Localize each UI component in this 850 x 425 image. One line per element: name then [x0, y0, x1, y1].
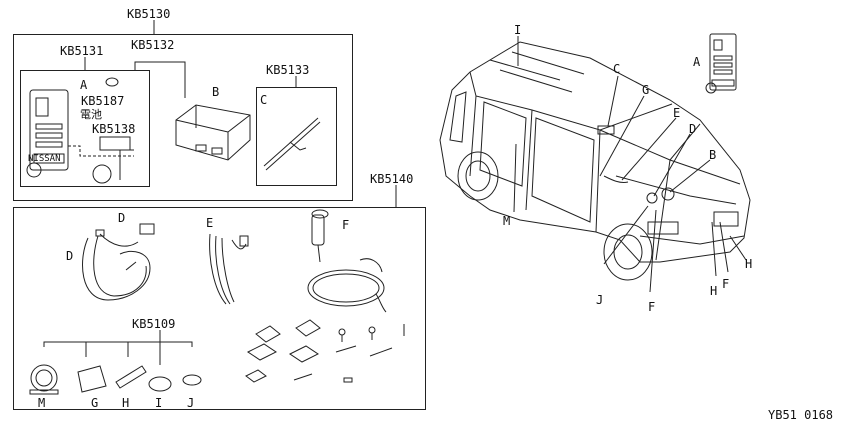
group-label-kb5109: KB5109 [132, 317, 176, 331]
part-letter-b-vehicle: B [709, 148, 717, 162]
kit-box-kb5140 [13, 207, 426, 410]
group-label-kb5138: KB5138 [92, 122, 136, 136]
remote-fob-drawing [26, 89, 69, 178]
vehicle-drawing [439, 41, 751, 281]
battery-note: 電池 [80, 108, 102, 121]
control-unit-drawing [175, 104, 251, 161]
part-letter-b-kit: B [212, 85, 220, 99]
group-label-kb5130: KB5130 [127, 7, 171, 21]
part-letter-m-vehicle: M [503, 214, 511, 228]
part-letter-f-vehicle-right: F [722, 277, 730, 291]
badge-h-drawing [115, 365, 147, 389]
kit-box-kb5130 [13, 34, 353, 201]
part-letter-j-vehicle: J [596, 293, 604, 307]
part-letter-h-kit: H [122, 396, 130, 410]
part-letter-m-kit: M [38, 396, 46, 410]
part-letter-g-vehicle: G [642, 83, 650, 97]
cap-i-drawing [148, 376, 172, 392]
part-letter-g-kit: G [91, 396, 99, 410]
group-label-kb5133: KB5133 [266, 63, 310, 77]
part-letter-h-vehicle-lower: H [710, 284, 718, 298]
remote-brand-label: NISSAN [28, 154, 61, 164]
part-letter-d-top: D [118, 211, 126, 225]
remote-fob-small-drawing [705, 33, 737, 94]
part-letter-i-vehicle: I [514, 23, 522, 37]
part-letter-a-kit: A [80, 78, 88, 92]
part-letter-d-left: D [66, 249, 74, 263]
part-letter-c-vehicle: C [613, 62, 621, 76]
kit-box-kb5131 [20, 70, 150, 187]
part-letter-j-kit: J [187, 396, 195, 410]
part-letter-d-vehicle: D [689, 122, 697, 136]
vehicle-leaders [513, 36, 747, 293]
part-letter-f-kit: F [342, 218, 350, 232]
part-letter-h-vehicle-right: H [745, 257, 753, 271]
part-letter-i-kit: I [155, 396, 163, 410]
group-label-kb5131: KB5131 [60, 44, 104, 58]
fitting-pads-drawing [245, 319, 405, 383]
diagram-code: YB51 0168 [768, 408, 834, 422]
label-g-drawing [77, 365, 107, 393]
part-letter-f-vehicle-left: F [648, 300, 656, 314]
group-label-kb5187: KB5187 [81, 94, 125, 108]
antenna-drawing [263, 117, 321, 171]
harness-e-drawing [209, 233, 249, 305]
harness-d-drawing [82, 223, 155, 301]
part-letter-c-kit: C [260, 93, 268, 107]
part-letter-a-vehicle: A [693, 55, 701, 69]
cable-f-drawing [307, 209, 387, 313]
emblem-m-drawing [29, 364, 59, 395]
group-label-kb5132: KB5132 [131, 38, 175, 52]
part-letter-e-kit: E [206, 216, 214, 230]
part-letter-e-vehicle: E [673, 106, 681, 120]
kit-box-kb5133 [256, 87, 337, 186]
cap-j-drawing [182, 374, 202, 386]
group-label-kb5140: KB5140 [370, 172, 414, 186]
